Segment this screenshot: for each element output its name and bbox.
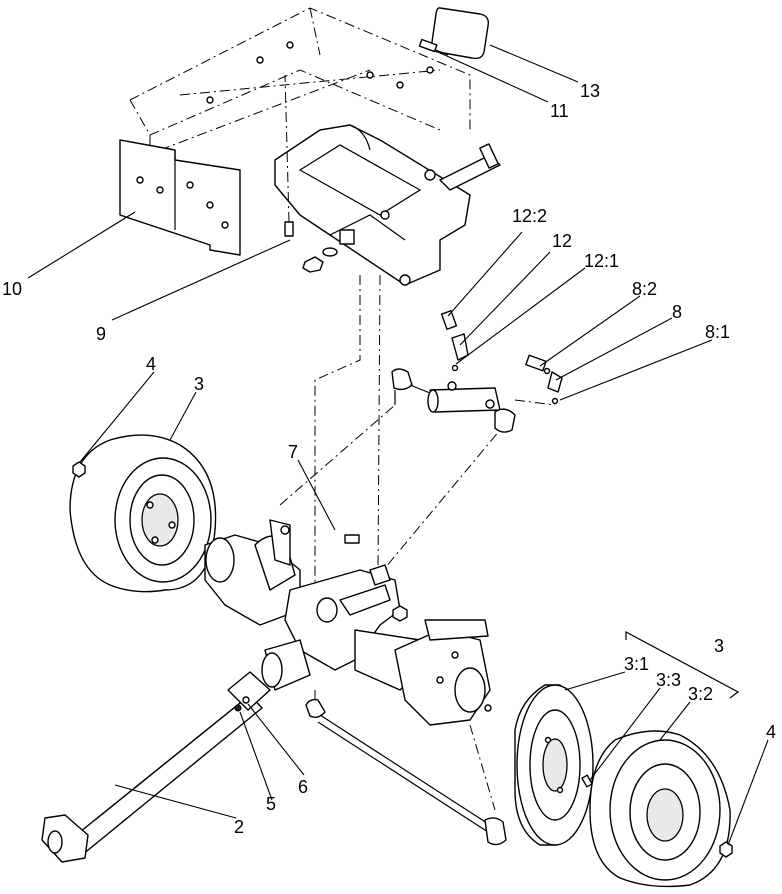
part-3-3-valve-stem — [581, 774, 593, 788]
callout-3-assembly: 3 — [714, 636, 724, 656]
callout-8: 8 — [672, 302, 682, 322]
part-3-left-wheel — [69, 434, 217, 593]
part-3-2-tire — [589, 730, 731, 888]
part-8-fitting — [525, 354, 563, 405]
callout-9: 9 — [96, 324, 106, 344]
callout-2: 2 — [234, 817, 244, 837]
callout-12: 12 — [552, 231, 572, 251]
callout-4-right: 4 — [766, 722, 776, 742]
part-4-right-nut — [719, 841, 733, 858]
part-5-pin — [234, 704, 242, 712]
leader-lines — [27, 44, 769, 846]
callout-7: 7 — [288, 442, 298, 462]
part-10-plate — [119, 139, 241, 256]
callout-3-left: 3 — [194, 374, 204, 394]
part-2-driveshaft — [41, 671, 271, 863]
part-4-left-nut — [72, 461, 86, 478]
part-13-decal — [430, 7, 490, 60]
callout-13: 13 — [580, 81, 600, 101]
frame-phantom — [129, 7, 471, 160]
callout-12-2: 12:2 — [512, 206, 547, 226]
callout-8-2: 8:2 — [632, 279, 657, 299]
callout-6: 6 — [298, 777, 308, 797]
assembly-bracket — [625, 630, 740, 699]
part-11-bolt — [418, 38, 449, 56]
callout-11: 11 — [550, 101, 569, 121]
part-6-clip — [242, 696, 250, 704]
callout-12-1: 12:1 — [584, 251, 619, 271]
callout-5: 5 — [266, 794, 276, 814]
part-3-1-rim — [514, 684, 594, 846]
callout-8-1: 8:1 — [705, 322, 730, 342]
callout-10: 10 — [2, 279, 22, 299]
callout-3-1: 3:1 — [624, 654, 649, 674]
steering-bracket — [274, 124, 501, 286]
steering-cylinder — [391, 368, 516, 433]
axle-housing — [204, 519, 492, 726]
assembly-phantom-lines — [279, 274, 556, 600]
callout-3-2: 3:2 — [688, 684, 713, 704]
callout-3-3: 3:3 — [656, 670, 681, 690]
tie-rod — [305, 690, 507, 846]
callout-labels: 13 11 10 9 12:2 12 12:1 8:2 8 8:1 4 3 7 … — [2, 81, 776, 837]
part-9-bolt — [284, 74, 294, 237]
callout-4-left: 4 — [146, 354, 156, 374]
